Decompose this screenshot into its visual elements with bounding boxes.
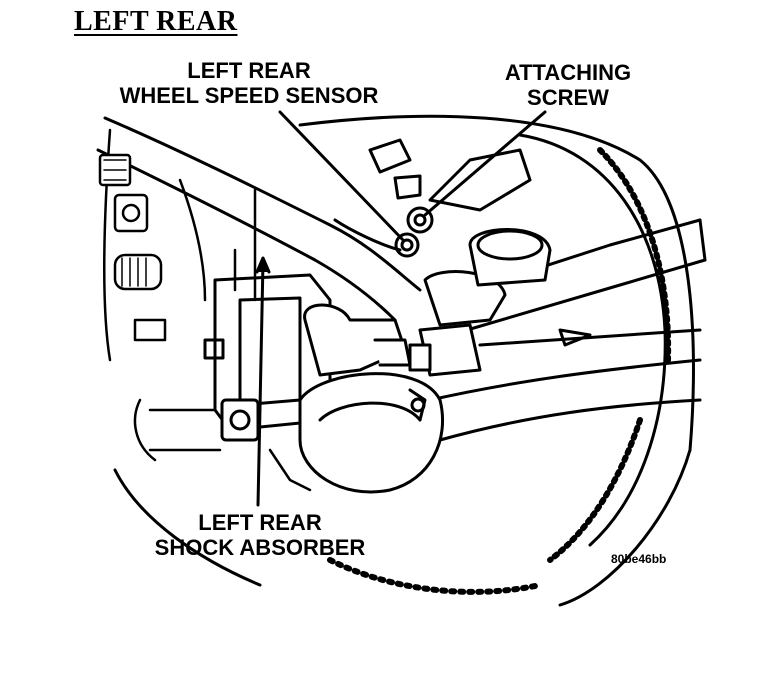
page-title: LEFT REAR — [74, 6, 238, 37]
callout-sensor-line1: LEFT REAR — [187, 58, 311, 83]
callout-screw-line2: SCREW — [527, 85, 609, 110]
brake-rotor — [102, 114, 695, 607]
mounting-bolts — [98, 153, 167, 342]
sway-link — [408, 228, 702, 377]
screw-leader — [423, 110, 547, 217]
callout-sensor-line2: WHEEL SPEED SENSOR — [119, 83, 379, 108]
callout-attaching-screw: ATTACHING SCREW — [488, 60, 648, 110]
shock-bracket — [203, 273, 332, 442]
backing-plate — [133, 178, 312, 492]
callout-shock-line2: SHOCK ABSORBER — [154, 535, 366, 560]
lower-arm — [428, 358, 702, 442]
callout-wheel-speed-sensor: LEFT REAR WHEEL SPEED SENSOR — [104, 58, 394, 108]
leader-lines — [255, 110, 547, 507]
figure-code: 80be46bb — [611, 552, 667, 566]
callout-shock-line1: LEFT REAR — [198, 510, 322, 535]
shock-absorber — [298, 303, 445, 494]
callout-screw-line1: ATTACHING — [504, 60, 632, 85]
callout-shock-absorber: LEFT REAR SHOCK ABSORBER — [132, 510, 388, 560]
sensor-leader — [278, 110, 405, 242]
shock-leader — [256, 260, 265, 507]
